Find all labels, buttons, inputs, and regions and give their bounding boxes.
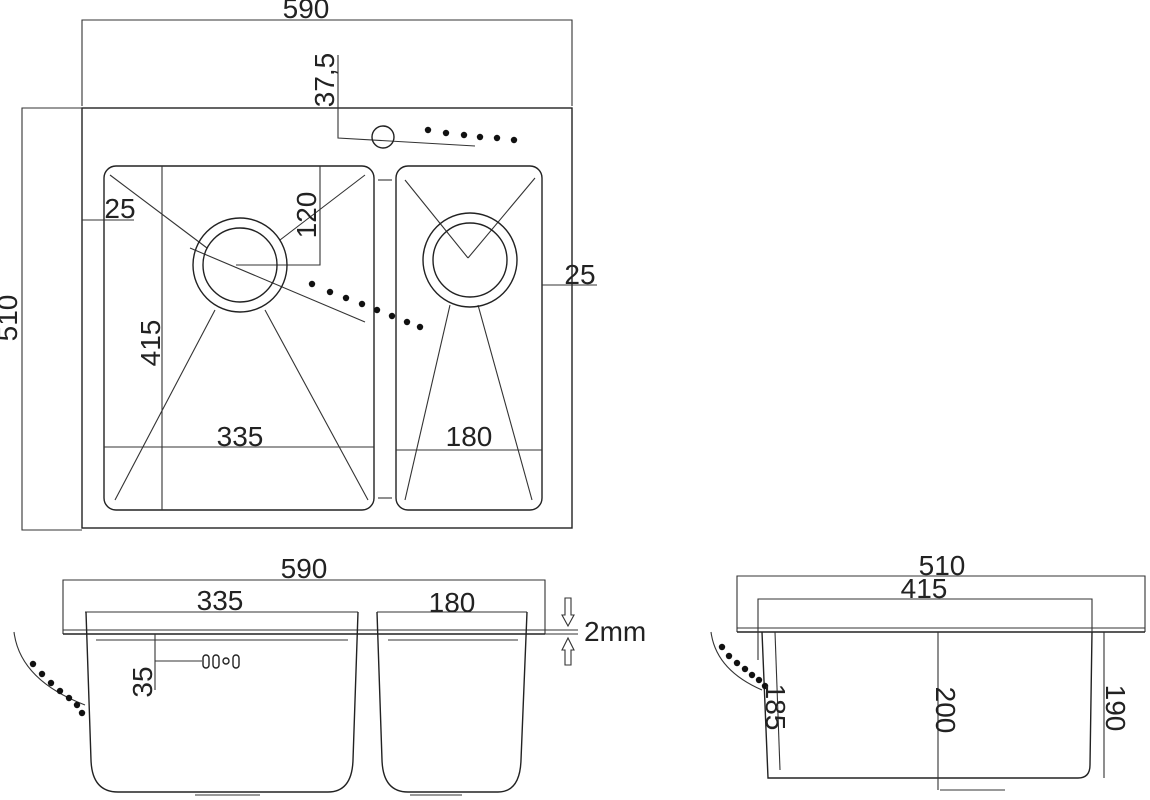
right-drain-outer [422,212,518,308]
front-view: 590 335 180 2mm 35 [13,553,646,796]
left-bowl-length-label: 415 [135,320,166,367]
right-drain-inner [432,222,508,298]
right-margin-label: 25 [564,259,595,290]
top-dotted-leader [424,126,518,144]
front-right-bowl-label: 180 [429,587,476,618]
width-dimension-line [81,19,573,106]
middle-dotted-leader [308,280,424,331]
drain-offset-line [236,166,321,266]
tap-hole-offset-label: 37,5 [309,53,340,108]
front-right-bowl [376,611,528,793]
thickness-arrow-up [561,636,575,666]
overflow-height-label: 35 [127,666,158,697]
side-view: 510 415 185 200 190 [710,550,1146,791]
drain-offset-label: 120 [291,192,322,239]
left-drain-outer [192,217,288,313]
front-width-dimension [62,579,546,634]
front-depth-label: 185 [760,684,791,731]
tap-hole-offset-line [337,55,476,147]
front-left-bowl [85,611,359,793]
side-dotted-leader [718,643,769,690]
overflow-slots [202,654,240,669]
side-bowl-length-dimension [757,598,1093,660]
front-width-label: 590 [281,553,328,584]
sink-outline [81,107,573,529]
center-depth-label: 200 [930,687,961,734]
tap-hole [371,125,395,149]
front-edge-curve [13,631,86,706]
side-depth-dimension [736,575,1146,632]
drain-leader-line [189,247,366,323]
top-depth-label: 510 [0,295,23,342]
side-depth-label: 510 [919,550,966,581]
front-left-bowl-label: 335 [197,585,244,616]
top-width-label: 590 [283,0,330,24]
thickness-label: 2mm [584,616,646,647]
side-bowl-profile [761,631,1093,779]
left-drain-inner [202,227,278,303]
right-bowl-width-label: 180 [446,421,493,452]
thickness-arrow-down [561,597,575,628]
depth-dimension-line [21,107,82,531]
left-bowl-width-label: 335 [217,421,264,452]
front-dotted-leader [29,660,86,717]
left-margin-label: 25 [104,193,135,224]
back-depth-label: 190 [1100,685,1131,732]
side-bowl-length-label: 415 [901,573,948,604]
top-view: 590 510 37,5 25 120 415 335 180 25 [0,0,597,531]
side-edge-curve [710,631,763,691]
left-bowl [103,165,375,511]
right-bowl [395,165,543,511]
